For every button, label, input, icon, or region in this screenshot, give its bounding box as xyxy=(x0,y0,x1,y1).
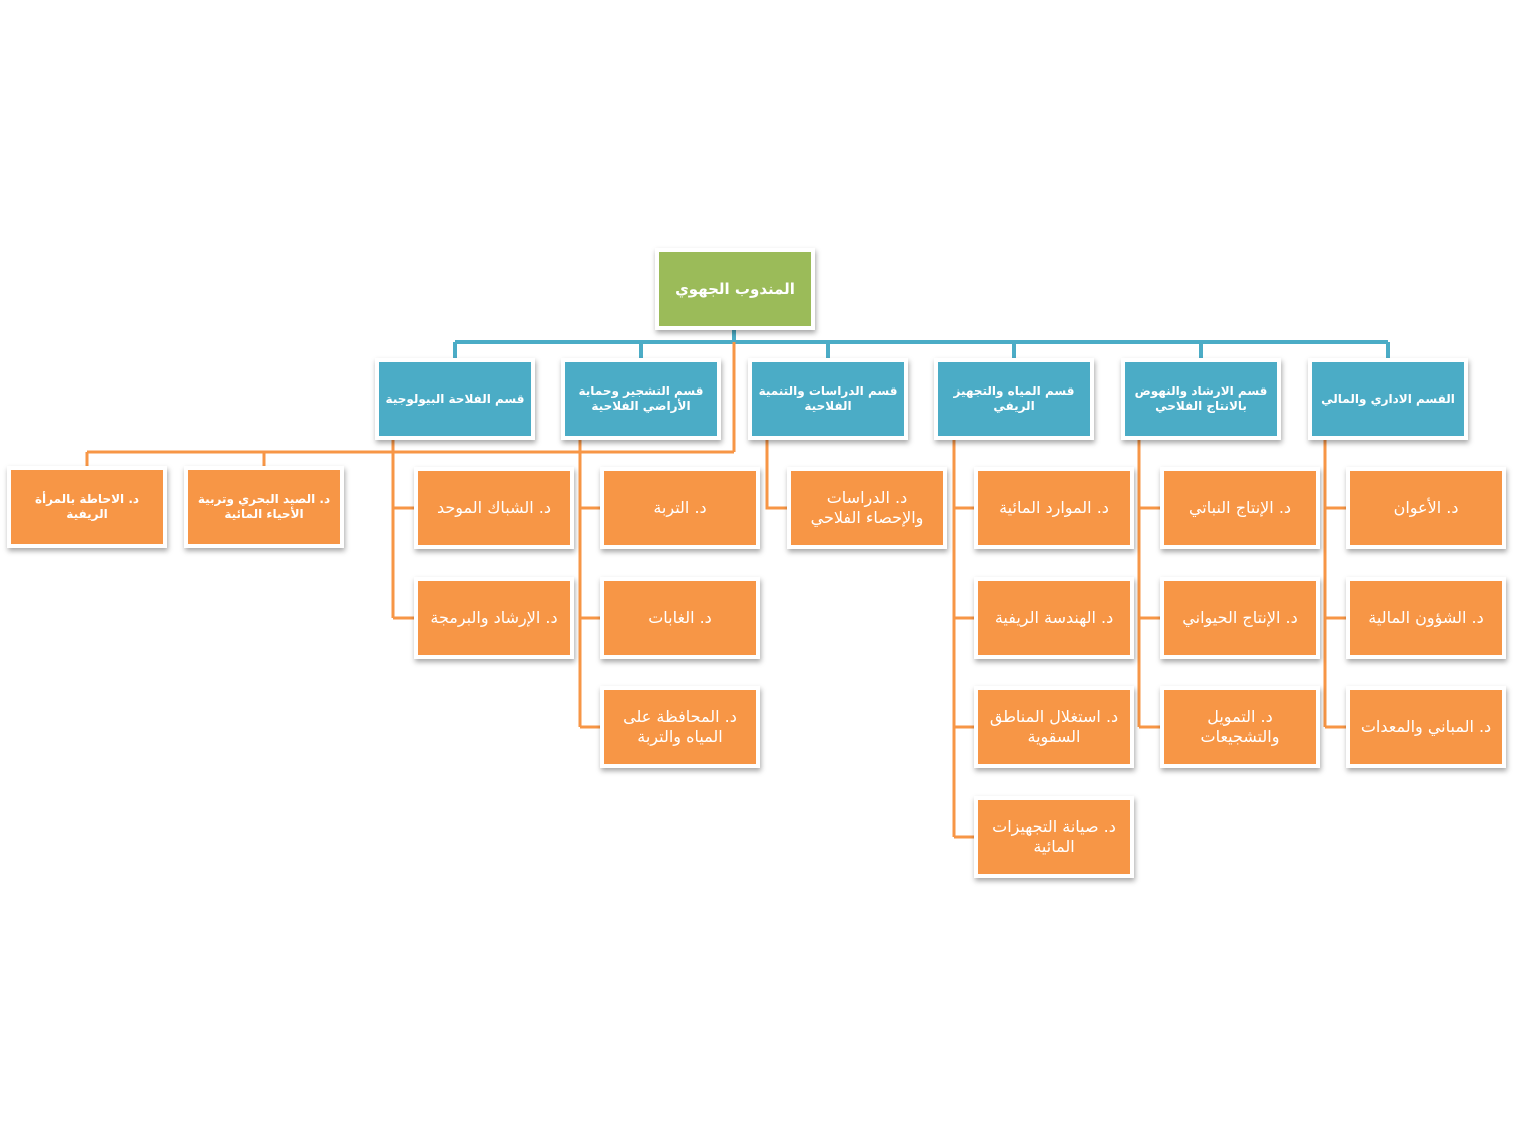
dept-water-rural-equipment[interactable]: قسم المياه والتجهيز الريفي xyxy=(934,358,1094,440)
unit-plant-production[interactable]: د. الإنتاج النباتي xyxy=(1160,467,1320,549)
dept-organic-farming-label: قسم الفلاحة البيولوجية xyxy=(385,391,525,406)
unit-financing-incentives-label: د. التمويل والتشجيعات xyxy=(1200,707,1280,746)
unit-irrigated-areas-label: د. استغلال المناطق السقوية xyxy=(989,707,1119,746)
unit-rural-women-support-label: د. الاحاطة بالمرأة الريفية xyxy=(34,492,140,521)
unit-rural-engineering[interactable]: د. الهندسة الريفية xyxy=(974,577,1134,659)
unit-irrigated-areas[interactable]: د. استغلال المناطق السقوية xyxy=(974,686,1134,768)
dept-extension-production-label: قسم الارشاد والنهوض بالانتاج الفلاحي xyxy=(1134,384,1268,413)
dept-extension-production[interactable]: قسم الارشاد والنهوض بالانتاج الفلاحي xyxy=(1121,358,1281,440)
unit-studies-statistics[interactable]: د. الدراسات والإحصاء الفلاحي xyxy=(787,467,947,549)
unit-water-resources[interactable]: د. الموارد المائية xyxy=(974,467,1134,549)
unit-studies-statistics-label: د. الدراسات والإحصاء الفلاحي xyxy=(810,488,924,527)
unit-water-soil-conservation-label: د. المحافظة على المياه والتربة xyxy=(623,707,737,746)
dept-water-rural-equipment-label: قسم المياه والتجهيز الريفي xyxy=(953,384,1075,413)
unit-extension-programming[interactable]: د. الإرشاد والبرمجة xyxy=(414,577,574,659)
unit-rural-engineering-label: د. الهندسة الريفية xyxy=(994,608,1114,627)
dept-studies-development-label: قسم الدراسات والتنمية الفلاحية xyxy=(758,384,898,413)
dept-forestry-land-protection[interactable]: قسم التشجير وحماية الأراضي الفلاحية xyxy=(561,358,721,440)
unit-buildings-equipment-label: د. المباني والمعدات xyxy=(1360,717,1492,736)
unit-water-equipment-maintenance-label: د. صيانة التجهيزات المائية xyxy=(992,817,1116,856)
dept-forestry-land-protection-label: قسم التشجير وحماية الأراضي الفلاحية xyxy=(578,384,704,413)
unit-soil[interactable]: د. التربة xyxy=(600,467,760,549)
dept-studies-development[interactable]: قسم الدراسات والتنمية الفلاحية xyxy=(748,358,908,440)
unit-water-soil-conservation[interactable]: د. المحافظة على المياه والتربة xyxy=(600,686,760,768)
unit-buildings-equipment[interactable]: د. المباني والمعدات xyxy=(1346,686,1506,768)
unit-staff-label: د. الأعوان xyxy=(1393,498,1459,517)
unit-soil-label: د. التربة xyxy=(653,498,707,517)
unit-forests[interactable]: د. الغابات xyxy=(600,577,760,659)
unit-water-resources-label: د. الموارد المائية xyxy=(999,498,1109,517)
unit-one-stop-shop[interactable]: د. الشباك الموحد xyxy=(414,467,574,549)
unit-plant-production-label: د. الإنتاج النباتي xyxy=(1188,498,1292,517)
regional-delegate-label: المندوب الجهوي xyxy=(675,279,795,298)
dept-admin-finance[interactable]: القسم الاداري والمالي xyxy=(1308,358,1468,440)
dept-admin-finance-label: القسم الاداري والمالي xyxy=(1321,391,1455,406)
unit-financial-affairs-label: د. الشؤون المالية xyxy=(1368,608,1484,627)
unit-water-equipment-maintenance[interactable]: د. صيانة التجهيزات المائية xyxy=(974,796,1134,878)
unit-rural-women-support[interactable]: د. الاحاطة بالمرأة الريفية xyxy=(7,466,167,548)
unit-one-stop-shop-label: د. الشباك الموحد xyxy=(437,498,551,517)
unit-fishing-aquaculture[interactable]: د. الصيد البحري وتربية الأحياء المائية xyxy=(184,466,344,548)
unit-extension-programming-label: د. الإرشاد والبرمجة xyxy=(430,608,558,627)
unit-animal-production[interactable]: د. الإنتاج الحيواني xyxy=(1160,577,1320,659)
unit-animal-production-label: د. الإنتاج الحيواني xyxy=(1182,608,1298,627)
unit-forests-label: د. الغابات xyxy=(648,608,712,627)
unit-staff[interactable]: د. الأعوان xyxy=(1346,467,1506,549)
regional-delegate-box[interactable]: المندوب الجهوي xyxy=(655,248,815,330)
dept-organic-farming[interactable]: قسم الفلاحة البيولوجية xyxy=(375,358,535,440)
unit-financing-incentives[interactable]: د. التمويل والتشجيعات xyxy=(1160,686,1320,768)
unit-financial-affairs[interactable]: د. الشؤون المالية xyxy=(1346,577,1506,659)
unit-fishing-aquaculture-label: د. الصيد البحري وتربية الأحياء المائية xyxy=(197,492,331,521)
